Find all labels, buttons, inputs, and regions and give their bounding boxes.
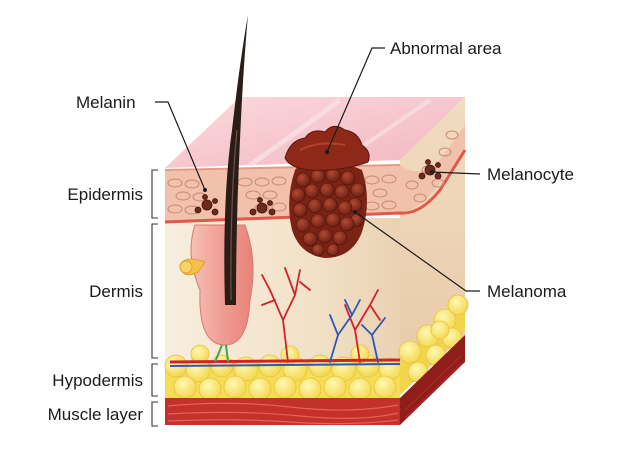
muscle-layer-label: Muscle layer	[48, 405, 144, 424]
abnormal-area-label: Abnormal area	[390, 39, 502, 58]
hair-follicle	[179, 224, 254, 363]
layer-brackets	[151, 169, 158, 427]
epidermis-cells	[167, 130, 459, 215]
muscle-layer	[165, 335, 465, 425]
epidermis-label: Epidermis	[67, 185, 143, 204]
leader-lines	[155, 47, 481, 292]
melanocyte-label: Melanocyte	[487, 165, 574, 184]
epidermis-bracket	[151, 169, 158, 219]
melanocytes	[194, 159, 442, 216]
hypodermis-fat	[164, 294, 469, 401]
melanocyte-cluster-1	[194, 194, 219, 216]
hypodermis-label: Hypodermis	[52, 371, 143, 390]
melanin-label: Melanin	[76, 93, 136, 112]
dermis-label: Dermis	[89, 282, 143, 301]
abnormal-area-leader	[326, 47, 385, 153]
melanoma-leader	[354, 211, 480, 292]
melanin-leader	[155, 101, 206, 191]
melanoma-tumor	[289, 161, 367, 258]
surface-crease	[248, 97, 342, 168]
hypodermis-bracket	[151, 363, 158, 397]
abnormal-area-lesion	[284, 126, 370, 171]
hair-shaft	[224, 15, 248, 305]
melanocyte-cluster-2	[249, 197, 276, 216]
blood-vessels	[261, 267, 386, 363]
dermis-bracket	[151, 223, 158, 359]
melanocyte-leader	[431, 171, 481, 175]
muscle-bracket	[151, 401, 158, 427]
melanoma-label: Melanoma	[487, 282, 567, 301]
